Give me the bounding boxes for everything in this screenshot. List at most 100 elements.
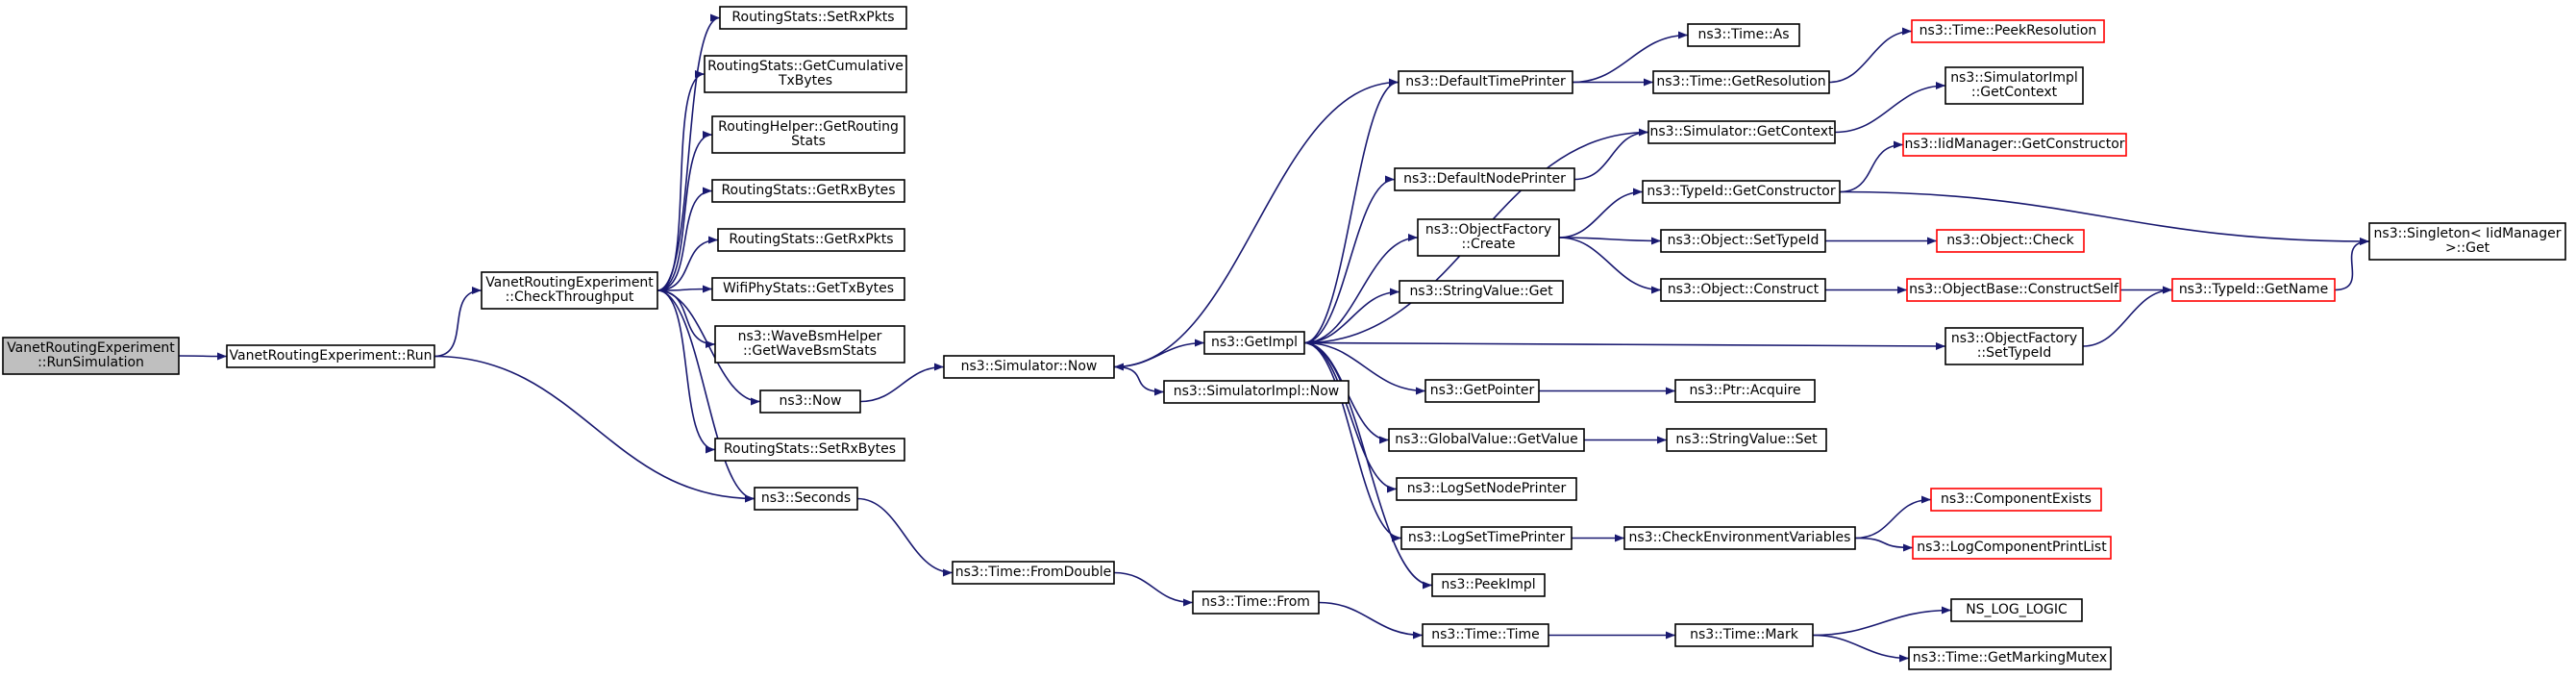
node-box	[1912, 536, 2112, 560]
node-box	[1930, 488, 2102, 512]
node-typeid-get-constructor[interactable]: ns3::TypeId::GetConstructor	[1642, 180, 1841, 204]
edge-line	[1839, 140, 1904, 193]
node-object-factory-set-type-id[interactable]: ns3::ObjectFactory::SetTypeId	[1944, 327, 2084, 365]
node-simulator-impl-now[interactable]: ns3::SimulatorImpl::Now	[1163, 380, 1350, 404]
node-typeid-get-name[interactable]: ns3::TypeId::GetName	[2171, 278, 2336, 302]
node-time-get-resolution[interactable]: ns3::Time::GetResolution	[1652, 70, 1830, 94]
node-simulator-impl-get-context[interactable]: ns3::SimulatorImpl::GetContext	[1944, 66, 2084, 105]
edge-line	[1303, 341, 1398, 493]
node-box	[1422, 623, 1549, 647]
node-get-rx-bytes[interactable]: RoutingStats::GetRxBytes	[711, 179, 905, 203]
node-peek-impl[interactable]: ns3::PeekImpl	[1431, 573, 1546, 597]
node-box	[1163, 380, 1350, 404]
edge-time_from-to-time_time	[1318, 601, 1424, 640]
node-simulator-now[interactable]: ns3::Simulator::Now	[943, 355, 1115, 379]
edge-default_node_printer-to-simulator_get_context	[1573, 128, 1649, 181]
node-box	[1660, 229, 1826, 253]
node-log-set-time-printer[interactable]: ns3::LogSetTimePrinter	[1400, 526, 1573, 550]
node-time-as[interactable]: ns3::Time::As	[1687, 23, 1800, 47]
node-label-line: RoutingStats::GetCumulative	[707, 59, 904, 74]
edge-run-to-check_throughput	[433, 287, 483, 358]
node-label-line: ns3::StringValue::Set	[1675, 432, 1818, 447]
node-label-line: RoutingStats::SetRxPkts	[731, 10, 894, 25]
node-singleton-iid-manager-get[interactable]: ns3::Singleton< IidManager>::Get	[2368, 222, 2566, 261]
node-label-line: ::SetTypeId	[1977, 345, 2052, 361]
node-run[interactable]: VanetRoutingExperiment::Run	[226, 344, 435, 368]
node-time-peek-resolution[interactable]: ns3::Time::PeekResolution	[1911, 19, 2105, 43]
node-default-time-printer[interactable]: ns3::DefaultTimePrinter	[1398, 70, 1573, 94]
node-check-throughput[interactable]: VanetRoutingExperiment::CheckThroughput	[481, 271, 658, 310]
node-box	[1642, 180, 1841, 204]
node-global-value-get-value[interactable]: ns3::GlobalValue::GetValue	[1388, 428, 1585, 452]
node-box	[1652, 70, 1830, 94]
node-object-check[interactable]: ns3::Object::Check	[1936, 229, 2085, 253]
node-check-environment-variables[interactable]: ns3::CheckEnvironmentVariables	[1623, 526, 1856, 550]
node-ns-log-logic[interactable]: NS_LOG_LOGIC	[1950, 598, 2083, 622]
node-time-time[interactable]: ns3::Time::Time	[1422, 623, 1549, 647]
node-label-line: ns3::Object::SetTypeId	[1668, 233, 1820, 248]
node-default-node-printer[interactable]: ns3::DefaultNodePrinter	[1394, 167, 1575, 191]
node-get-rx-pkts[interactable]: RoutingStats::GetRxPkts	[717, 228, 905, 252]
edge-object_factory_set_type_id-to-typeid_get_name	[2082, 286, 2173, 347]
node-box	[1911, 19, 2105, 43]
node-set-rx-bytes[interactable]: RoutingStats::SetRxBytes	[714, 438, 905, 462]
node-ns3-now[interactable]: ns3::Now	[759, 389, 861, 414]
edge-line	[433, 355, 755, 503]
node-get-impl[interactable]: ns3::GetImpl	[1203, 331, 1305, 355]
edge-run_simulation-to-run	[178, 352, 228, 361]
node-log-component-print-list[interactable]: ns3::LogComponentPrintList	[1912, 536, 2112, 560]
edge-line	[1834, 82, 1946, 134]
node-ptr-acquire[interactable]: ns3::Ptr::Acquire	[1674, 379, 1816, 403]
node-box	[1944, 327, 2084, 365]
node-object-construct[interactable]: ns3::Object::Construct	[1660, 278, 1826, 302]
node-box	[1398, 70, 1573, 94]
node-label-line: ns3::Simulator::Now	[961, 359, 1098, 374]
edge-line	[1318, 601, 1424, 640]
node-label-line: ns3::Seconds	[761, 490, 851, 506]
node-log-set-node-printer[interactable]: ns3::LogSetNodePrinter	[1396, 477, 1577, 501]
node-get-tx-bytes[interactable]: WifiPhyStats::GetTxBytes	[711, 277, 905, 301]
node-string-value-get[interactable]: ns3::StringValue::Get	[1399, 280, 1564, 304]
edge-line	[1812, 606, 1952, 637]
node-label-line: NS_LOG_LOGIC	[1966, 602, 2068, 617]
node-box	[711, 277, 905, 301]
node-box	[1660, 278, 1826, 302]
node-time-from[interactable]: ns3::Time::From	[1192, 590, 1320, 615]
node-label-line: ns3::WaveBsmHelper	[738, 329, 882, 344]
edge-check_throughput-to-get_rx_pkts	[656, 236, 719, 291]
node-string-value-set[interactable]: ns3::StringValue::Set	[1666, 428, 1827, 452]
node-box	[1666, 428, 1827, 452]
node-label-line: ns3::Ptr::Acquire	[1689, 383, 1800, 398]
node-component-exists[interactable]: ns3::ComponentExists	[1930, 488, 2102, 512]
node-object-base-construct-self[interactable]: ns3::ObjectBase::ConstructSelf	[1906, 278, 2121, 302]
node-time-mark[interactable]: ns3::Time::Mark	[1674, 623, 1814, 647]
edge-line	[656, 289, 716, 454]
node-box	[1944, 66, 2084, 105]
node-box	[1908, 646, 2112, 670]
node-label-line: VanetRoutingExperiment::Run	[230, 348, 433, 364]
node-time-get-marking-mutex[interactable]: ns3::Time::GetMarkingMutex	[1908, 646, 2112, 670]
node-get-pointer[interactable]: ns3::GetPointer	[1424, 379, 1540, 403]
node-box	[1674, 623, 1814, 647]
node-seconds[interactable]: ns3::Seconds	[754, 487, 858, 511]
edge-line	[433, 287, 483, 358]
edge-simulator_now-to-simulator_impl_now	[1113, 365, 1165, 396]
node-object-set-type-id[interactable]: ns3::Object::SetTypeId	[1660, 229, 1826, 253]
edge-get_impl-to-default_time_printer	[1303, 78, 1399, 344]
node-box	[2, 337, 180, 375]
node-from-double[interactable]: ns3::Time::FromDouble	[952, 561, 1115, 585]
node-label-line: ns3::Time::GetMarkingMutex	[1913, 650, 2107, 665]
node-iid-manager-get-constructor[interactable]: ns3::IidManager::GetConstructor	[1902, 133, 2127, 157]
node-run-simulation[interactable]: VanetRoutingExperiment::RunSimulation	[2, 337, 180, 375]
node-label-line: WifiPhyStats::GetTxBytes	[723, 281, 894, 296]
edge-run-to-seconds	[433, 355, 755, 503]
node-get-wave-bsm-stats[interactable]: ns3::WaveBsmHelper::GetWaveBsmStats	[714, 325, 905, 364]
node-simulator-get-context[interactable]: ns3::Simulator::GetContext	[1647, 120, 1836, 144]
node-box	[2368, 222, 2566, 261]
node-set-rx-pkts[interactable]: RoutingStats::SetRxPkts	[719, 6, 907, 30]
node-box	[1431, 573, 1546, 597]
node-object-factory-create[interactable]: ns3::ObjectFactory::Create	[1417, 218, 1560, 257]
